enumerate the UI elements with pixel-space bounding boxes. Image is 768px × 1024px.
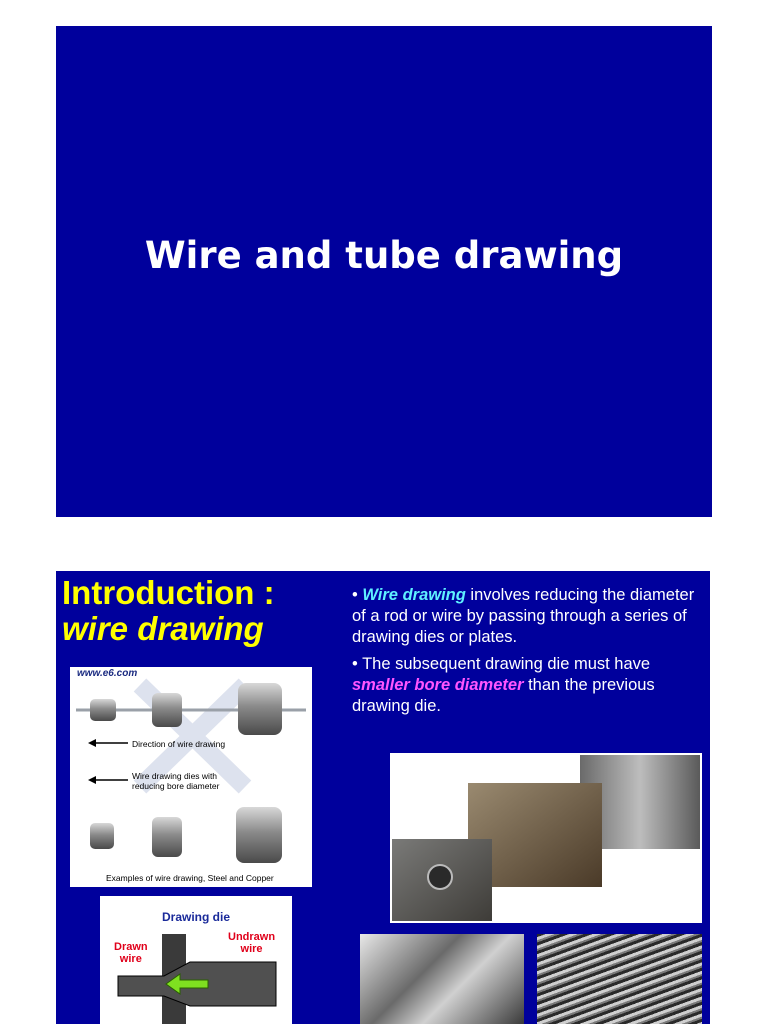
- dies-illustration: [76, 678, 306, 863]
- term-smaller-bore: smaller bore diameter: [352, 676, 524, 694]
- intro-heading-line2: wire drawing: [62, 610, 264, 647]
- website-label: www.e6.com: [77, 668, 138, 679]
- term-wire-drawing: Wire drawing: [362, 586, 466, 604]
- undrawn-wire-label: Undrawn wire: [228, 931, 276, 955]
- slide-introduction: Introduction : wire drawing • Wire drawi…: [56, 571, 710, 1024]
- bullet-list: • Wire drawing involves reducing the dia…: [352, 585, 702, 723]
- photo-collage: [390, 753, 702, 923]
- drawn-wire-label: Drawn wire: [114, 941, 148, 965]
- photo-steel-tubes: [537, 934, 702, 1024]
- wire-drawing-diagram: www.e6.com: [70, 667, 312, 887]
- dies-label-line1: Wire drawing dies with: [132, 771, 218, 781]
- dies-label-line2: reducing bore diameter: [132, 781, 220, 791]
- drawing-die-title: Drawing die: [161, 910, 230, 924]
- die-medium: [152, 693, 182, 727]
- slide-title-text: Wire and tube drawing: [144, 234, 624, 277]
- die-schematic: [117, 934, 277, 1024]
- figure-caption: Examples of wire drawing, Steel and Copp…: [106, 873, 274, 883]
- slide-title: Wire and tube drawing: [56, 26, 712, 517]
- intro-heading-line1: Introduction :: [62, 574, 275, 611]
- die-small: [90, 699, 116, 721]
- bullet-item-2: • The subsequent drawing die must have s…: [352, 655, 655, 715]
- drawing-die-diagram: Drawing die Drawn wire Undrawn wire: [100, 896, 292, 1024]
- pull-arrow: [165, 973, 209, 995]
- intro-heading: Introduction : wire drawing: [62, 575, 275, 647]
- photo-wire-coil: [360, 934, 524, 1024]
- bullet-item-1: • Wire drawing involves reducing the dia…: [352, 586, 695, 646]
- die-large: [238, 683, 282, 735]
- direction-label: Direction of wire drawing: [132, 739, 226, 749]
